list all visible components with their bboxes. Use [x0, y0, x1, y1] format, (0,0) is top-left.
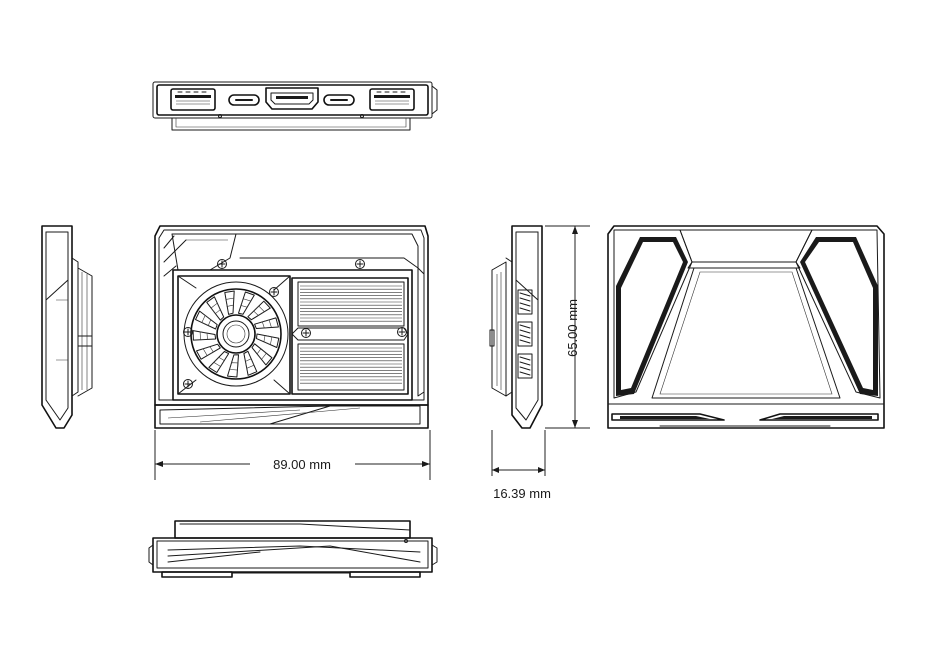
width-dimension: 89.00 mm: [154, 430, 431, 480]
bottom-view: [148, 520, 438, 578]
left-side-view: [41, 225, 93, 429]
height-dimension: 65.00 mm: [545, 225, 590, 429]
height-label: 65.00 mm: [565, 299, 580, 357]
right-side-view: [489, 225, 543, 429]
front-view: [154, 225, 429, 429]
usb-a-port-right: [369, 88, 415, 111]
back-view: [607, 225, 885, 429]
depth-dimension: 16.39 mm: [491, 430, 551, 501]
usb-c-port-right: [323, 94, 355, 106]
depth-label: 16.39 mm: [493, 486, 551, 501]
heatsink: [291, 277, 409, 395]
usb-a-port-left: [170, 88, 216, 111]
top-view: [152, 81, 438, 131]
width-label: 89.00 mm: [273, 457, 331, 472]
hdmi-port: [265, 87, 319, 110]
cooling-fan: [177, 275, 291, 395]
usb-c-port-left: [228, 94, 260, 106]
screws: [183, 259, 407, 389]
